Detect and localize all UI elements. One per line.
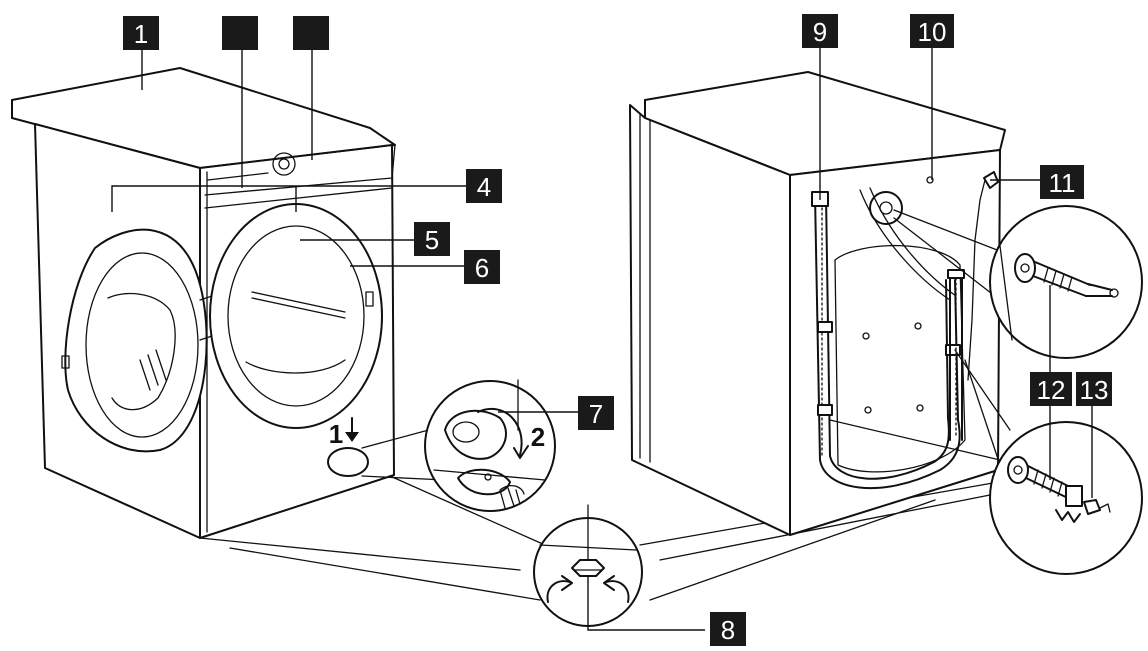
- callout-label-6: 6: [475, 253, 489, 283]
- callout-label-13: 13: [1080, 375, 1109, 405]
- callout-badge-2: [222, 16, 258, 50]
- callout-label-1: 1: [134, 19, 148, 49]
- leg-detail-inset: [199, 475, 1011, 631]
- back-view-washer: [629, 71, 1006, 536]
- front-view-washer: [11, 67, 396, 539]
- leader-lines: [111, 45, 1093, 498]
- callout-label-8: 8: [721, 615, 735, 645]
- callout-label-12: 12: [1037, 375, 1066, 405]
- callout-badge-5: 5: [414, 222, 450, 256]
- down-arrowhead-icon: [345, 432, 359, 442]
- callout-label-7: 7: [589, 399, 603, 429]
- inlet-detail-inset: [893, 205, 1143, 359]
- callout-badge-7: 7: [578, 396, 614, 430]
- step-number-2: 2: [531, 422, 545, 452]
- step-marker-1: 1: [329, 417, 359, 449]
- drain-bracket-detail-inset: [829, 349, 1143, 575]
- callout-badge-3: [293, 16, 329, 50]
- callout-label-10: 10: [918, 17, 947, 47]
- callout-badge-10: 10: [910, 14, 954, 48]
- callout-badge-4: 4: [466, 169, 502, 203]
- filter-detail-inset: [361, 379, 556, 512]
- callout-badge-11: 11: [1040, 165, 1084, 199]
- callout-label-5: 5: [425, 225, 439, 255]
- callout-badge-1: 1: [123, 16, 159, 50]
- callout-badge-9: 9: [802, 14, 838, 48]
- step-marker-2: 2: [531, 422, 545, 452]
- callout-label-11: 11: [1049, 168, 1076, 198]
- callout-badge-12: 12: [1030, 372, 1072, 406]
- callout-label-9: 9: [813, 17, 827, 47]
- callout-badge-13: 13: [1076, 372, 1112, 406]
- callout-label-4: 4: [477, 172, 491, 202]
- callout-badge-8: 8: [710, 612, 746, 646]
- callout-badge-6: 6: [464, 250, 500, 284]
- step-number-1: 1: [329, 419, 343, 449]
